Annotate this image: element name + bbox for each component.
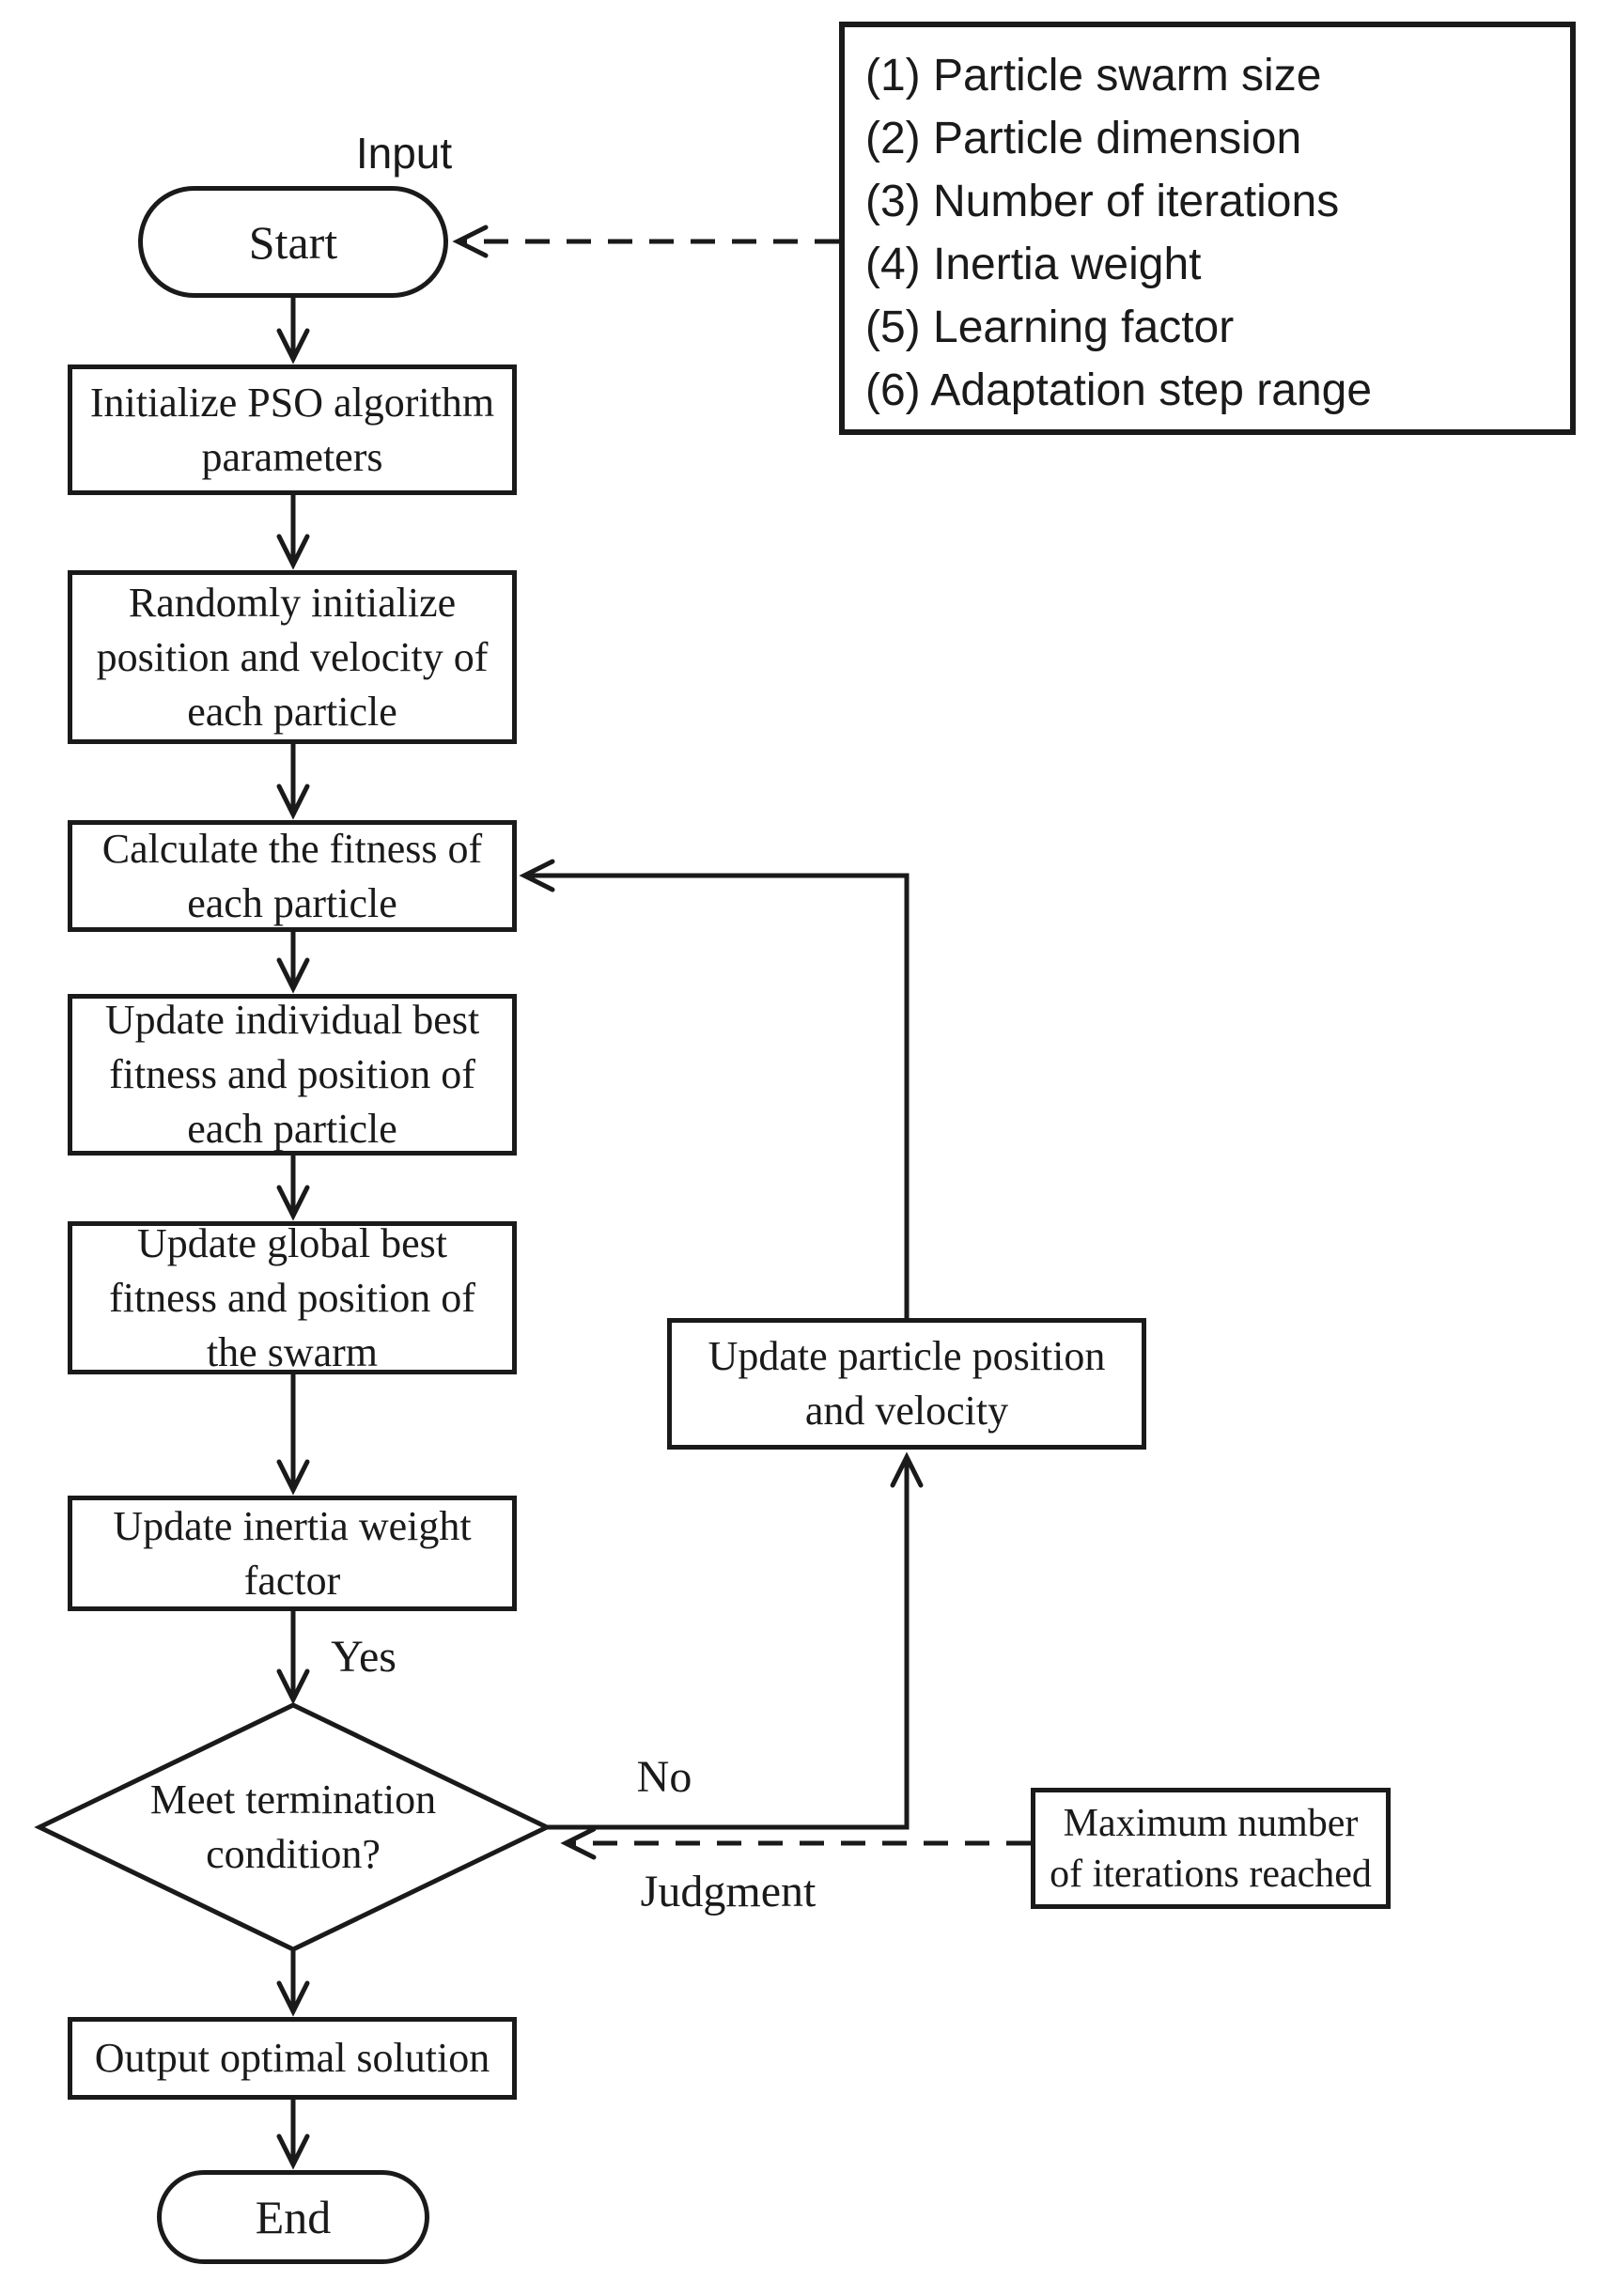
process-update-individual: Update individual best fitness and posit…: [68, 994, 517, 1156]
process-update-inertia: Update inertia weight factor: [68, 1496, 517, 1611]
input-item-step-range: (6) Adaptation step range: [865, 365, 1373, 415]
process-output-solution: Output optimal solution: [68, 2017, 517, 2100]
process-calc-fitness: Calculate the fitness of each particle: [68, 820, 517, 932]
annotation-max-iterations: Maximum number of iterations reached: [1031, 1788, 1391, 1909]
start-terminal: Start: [138, 186, 448, 298]
judgment-label: Judgment: [640, 1867, 817, 1916]
end-terminal: End: [157, 2170, 429, 2264]
decision-termination-label: Meet termination condition?: [149, 1776, 437, 1877]
process-update-global: Update global best fitness and position …: [68, 1220, 517, 1375]
input-parameter-panel: (1) Particle swarm size (2) Particle dim…: [839, 22, 1576, 435]
input-item-iterations: (3) Number of iterations: [865, 177, 1340, 226]
process-init-params: Initialize PSO algorithm parameters: [68, 365, 517, 495]
process-random-init: Randomly initialize position and velocit…: [68, 570, 517, 744]
input-item-inertia-weight: (4) Inertia weight: [865, 240, 1202, 289]
arrow-update-particle-to-fitness: [519, 859, 910, 1318]
input-item-learning-factor: (5) Learning factor: [865, 303, 1235, 352]
no-branch-label: No: [636, 1752, 692, 1802]
arrow-no-loop-to-update-particle: [547, 1451, 924, 1830]
input-item-dimension: (2) Particle dimension: [865, 114, 1302, 163]
input-item-swarm-size: (1) Particle swarm size: [865, 51, 1322, 101]
yes-branch-label: Yes: [331, 1632, 397, 1682]
process-update-particle: Update particle position and velocity: [667, 1318, 1146, 1450]
input-arrow-label: Input: [355, 129, 453, 178]
